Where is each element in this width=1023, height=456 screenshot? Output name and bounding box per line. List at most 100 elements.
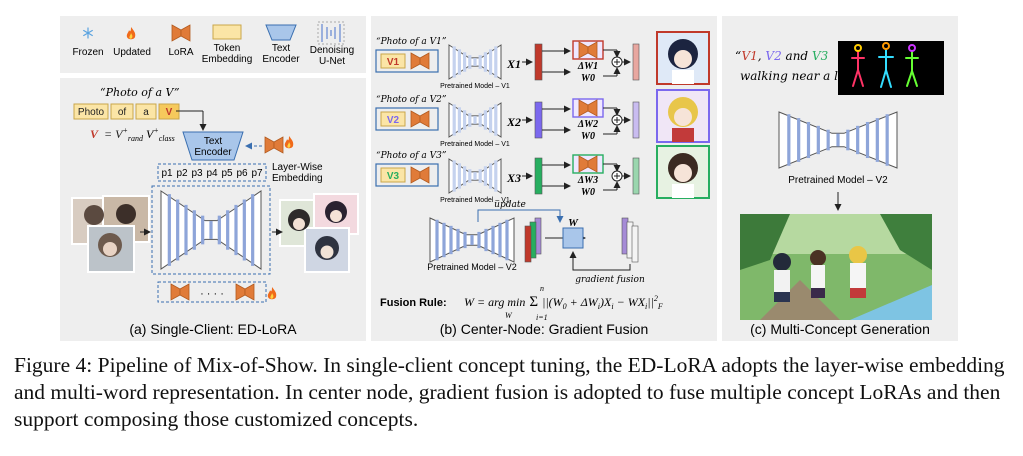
row-x-label: X1 <box>506 57 521 71</box>
unet-layer <box>217 215 221 245</box>
unet-layer <box>201 215 205 245</box>
token-label: Photo <box>78 107 105 118</box>
layer-token: p2 <box>176 168 188 179</box>
denoising-unet <box>160 190 262 270</box>
token-box <box>110 103 134 120</box>
legend-lora: LoRA <box>168 47 193 58</box>
fusion-rule-label: Fusion Rule: <box>380 297 447 309</box>
layer-token: p6 <box>236 168 248 179</box>
unet-layer <box>463 110 467 130</box>
fusion-rule-argmin-sub: W <box>505 311 513 320</box>
pose-image <box>838 41 944 95</box>
unet-layer <box>797 118 801 162</box>
row-unet <box>448 158 502 194</box>
prompt-c-line2: walking near a lake” <box>740 69 866 83</box>
unet-layer <box>816 125 820 155</box>
layer-token: p4 <box>206 168 218 179</box>
unet-layer <box>477 231 481 249</box>
unet-layer <box>885 114 889 166</box>
gradient-fusion-label: gradient fusion <box>575 275 645 285</box>
unet-layer <box>209 221 213 239</box>
row-unet <box>448 44 502 80</box>
figure-caption: Figure 4: Pipeline of Mix-of-Show. In si… <box>14 353 1005 431</box>
w-label: W <box>568 217 579 229</box>
unet-layer <box>463 231 467 249</box>
unet-layer <box>875 118 879 162</box>
unet-layer <box>473 172 477 180</box>
unet-icon <box>317 21 345 45</box>
lora-row <box>157 281 267 303</box>
panel-b-bottom: update Pretrained Model – V2 W gradient … <box>380 200 663 337</box>
row-unet <box>448 102 502 138</box>
row-token-label: V2 <box>387 115 400 126</box>
row-delta-w: ΔW2 <box>577 119 598 130</box>
row-token-box <box>380 53 406 69</box>
unet-layer <box>865 121 870 159</box>
row-input-frame <box>375 107 439 131</box>
unet-layer <box>498 222 502 258</box>
unet-layer <box>463 166 467 186</box>
unet-layer <box>468 169 472 183</box>
row-feature <box>534 157 543 195</box>
row-token-label: V1 <box>387 57 400 68</box>
unet-layer <box>442 222 446 258</box>
fusion-rule-sum-top: n <box>540 284 544 293</box>
unet-layer <box>478 55 482 69</box>
unet-layer <box>483 110 487 130</box>
row-output-feature <box>632 157 640 195</box>
unet-layer <box>505 219 509 261</box>
row-x-label: X3 <box>506 171 521 185</box>
unet-layer <box>478 169 482 183</box>
unet-layer <box>457 163 461 189</box>
row-prompt: “Photo of a V1” <box>376 36 447 47</box>
unet-layer <box>483 52 487 72</box>
unet-layer <box>435 219 439 261</box>
unet-layer <box>836 133 840 147</box>
unet-layer <box>452 46 456 78</box>
row-concept-image <box>656 89 710 143</box>
row-token-box <box>380 167 406 183</box>
unet-layer <box>242 199 246 261</box>
row-concept-image <box>656 31 710 85</box>
token-label: of <box>118 107 127 118</box>
unet-layer <box>470 234 474 246</box>
unet-layer <box>489 107 493 133</box>
row-prompt: “Photo of a V3” <box>376 150 447 161</box>
row-prompt: “Photo of a V2” <box>376 94 447 105</box>
pretrained-model-v2-unet <box>778 111 898 169</box>
row-token-box <box>380 111 406 127</box>
unet-layer <box>473 116 477 124</box>
pretrained-model-v2-unet <box>429 217 515 263</box>
unet-layer <box>226 210 230 250</box>
model-c-label: Pretrained Model – V2 <box>788 175 888 186</box>
unet-layer <box>494 46 498 78</box>
text-encoder <box>182 131 244 161</box>
token-box <box>135 103 157 120</box>
unet-layer <box>478 113 482 127</box>
unet-layer <box>456 228 460 252</box>
lora-row-dots: · · · · <box>200 288 224 300</box>
row-token-label: V3 <box>387 171 400 182</box>
unet-layer <box>489 163 493 189</box>
row-input-frame <box>375 49 439 73</box>
row-output-feature <box>632 101 640 139</box>
v-equation: V = V+rand V+class <box>90 126 175 143</box>
unet-layer <box>457 49 461 75</box>
unet-layer <box>167 194 171 266</box>
row-output-feature <box>632 43 640 81</box>
row-feature <box>534 101 543 139</box>
row-model-label: Pretrained Model – V1 <box>440 197 510 204</box>
unet-layer <box>463 52 467 72</box>
unet-frame <box>151 185 271 275</box>
row-concept-image <box>656 145 710 199</box>
generated-image <box>740 214 932 320</box>
